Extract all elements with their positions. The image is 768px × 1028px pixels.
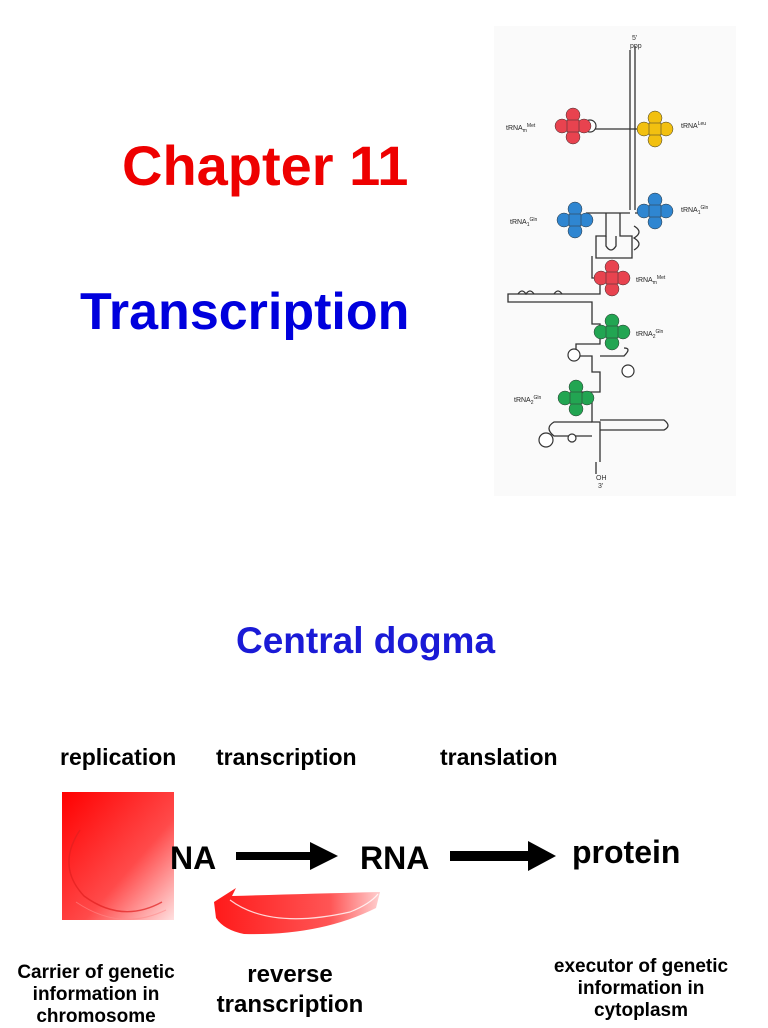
trna-label: tRNA1Gln <box>510 217 538 228</box>
trna-label: tRNA2Gln <box>514 395 542 406</box>
five-prime-label: 5' <box>632 35 637 42</box>
protein-note: executor of genetic information in cytop… <box>553 956 729 1021</box>
replication-arrow <box>62 792 174 920</box>
protein-label: protein <box>572 834 681 870</box>
three-prime-label: 3' <box>598 483 603 490</box>
dna-note: Carrier of genetic information in chromo… <box>17 962 175 1027</box>
rna-label: RNA <box>360 840 430 876</box>
subject-title: Transcription <box>80 283 410 341</box>
trna-label: tRNA1Gln <box>681 205 709 216</box>
trna-label: tRNAmMet <box>506 123 536 134</box>
trna-precursor-figure: 5' ppp OH 3' tRNAmMet tRNALeu tRNA1Gln tRNA… <box>494 26 736 496</box>
chapter-title: Chapter 11 <box>122 134 409 197</box>
dna-label: NA <box>170 840 217 876</box>
replication-label: replication <box>60 744 177 770</box>
ppp-label: ppp <box>630 43 642 50</box>
trna-label: tRNALeu <box>681 121 706 130</box>
transcription-label: transcription <box>216 744 357 770</box>
translation-arrow <box>450 841 556 871</box>
reverse-transcription-label: reverse transcription <box>216 961 364 1018</box>
central-dogma-heading: Central dogma <box>236 620 496 661</box>
trna-label: tRNA2Gln <box>636 329 664 340</box>
translation-label: translation <box>440 744 558 770</box>
trna-label: tRNAmMet <box>636 275 666 286</box>
oh-label: OH <box>596 475 607 482</box>
reverse-transcription-arrow <box>214 888 380 935</box>
transcription-arrow <box>236 842 338 870</box>
